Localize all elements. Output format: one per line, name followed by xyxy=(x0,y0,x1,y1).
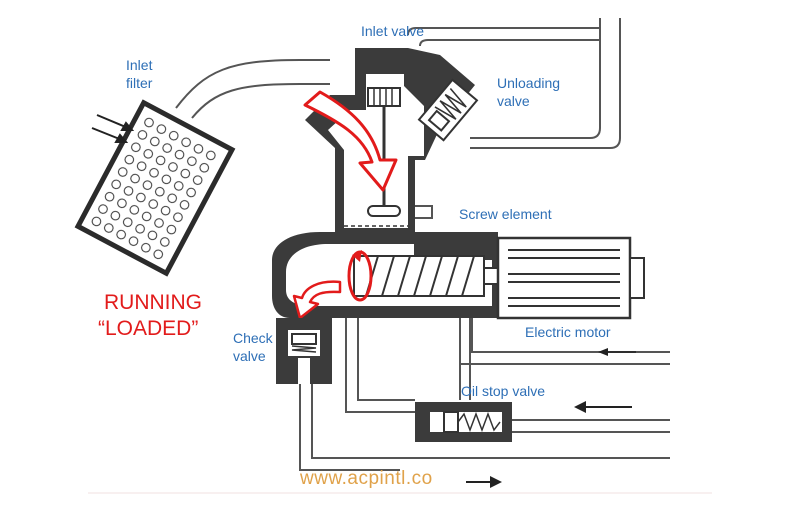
inlet-flow-arrow xyxy=(303,90,398,192)
oil-stop-valve-label: Oil stop valve xyxy=(461,383,546,399)
system-piping-outline xyxy=(407,18,621,149)
running-loaded-status: RUNNING“LOADED” xyxy=(98,291,202,340)
oil-stop-valve xyxy=(415,402,512,442)
discharge-flow-arrow xyxy=(292,280,342,320)
inlet-air-arrows xyxy=(91,114,135,143)
watermark: www.acpintl.co xyxy=(300,468,433,489)
electric-motor xyxy=(496,236,645,320)
inlet-valve-label: Inlet valve xyxy=(361,23,425,39)
flow-direction-arrows xyxy=(466,348,636,488)
inlet-filter xyxy=(74,99,236,277)
electric-motor-label: Electric motor xyxy=(525,324,611,340)
check-valve xyxy=(276,318,332,384)
inlet-valve-housing xyxy=(305,48,475,240)
unloading-valve xyxy=(417,78,479,142)
screw-element-label: Screw element xyxy=(459,206,552,222)
rotation-arrowhead xyxy=(352,250,362,262)
inlet-duct xyxy=(175,59,330,119)
